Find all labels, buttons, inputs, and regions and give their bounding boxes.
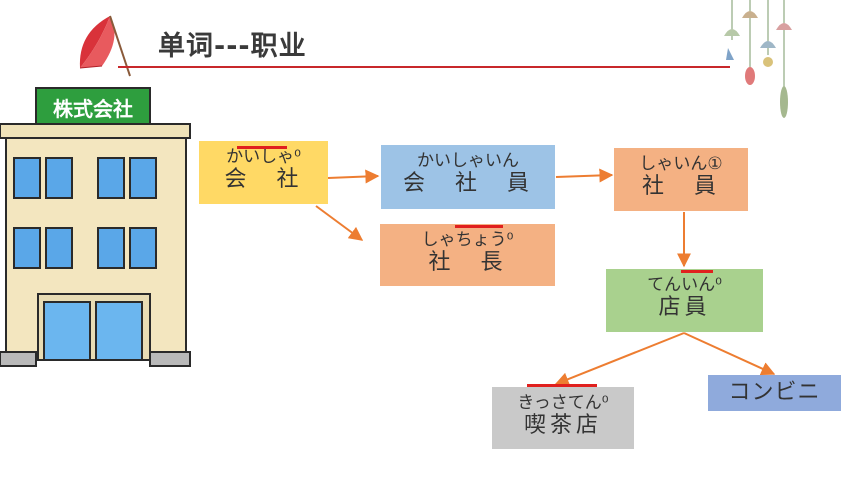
reading-kaisha: かいしゃ⁰ bbox=[226, 147, 301, 167]
reading-tenin: てんいん⁰ bbox=[647, 275, 722, 295]
building-sign-text: 株式会社 bbox=[53, 97, 133, 121]
box-tenin: てんいん⁰ 店員 bbox=[606, 269, 763, 332]
box-kissaten: きっさてん⁰ 喫茶店 bbox=[492, 387, 634, 449]
accent-mark-kaisha bbox=[237, 146, 287, 149]
arrow-tenin-to-kissaten bbox=[554, 332, 685, 386]
box-konbini: コンビニ bbox=[708, 375, 841, 411]
box-shain: しゃいん① 社 員 bbox=[614, 148, 748, 211]
kanji-kaisha: 会 社 bbox=[224, 167, 303, 192]
reading-kissaten: きっさてん⁰ bbox=[517, 393, 609, 413]
reading-shain: しゃいん① bbox=[639, 154, 723, 174]
arrow-kaisha-to-shachou bbox=[315, 205, 364, 241]
slide-title: 单词---职业 bbox=[158, 31, 307, 62]
kanji-kaishain: 会 社 員 bbox=[402, 171, 533, 196]
kanji-shain: 社 員 bbox=[641, 174, 720, 199]
arrow-kaisha-to-kaishain bbox=[327, 169, 380, 184]
wind-chimes-decoration-icon bbox=[724, 0, 792, 118]
arrow-tenin-to-konbini bbox=[683, 332, 776, 376]
box-kaisha: かいしゃ⁰ 会 社 bbox=[199, 141, 328, 204]
box-kaishain: かいしゃいん 会 社 員 bbox=[381, 145, 555, 209]
company-building-illustration: 株式会社 bbox=[0, 87, 191, 367]
arrow-kaishain-to-shain bbox=[555, 168, 614, 183]
title-underline bbox=[118, 66, 730, 68]
reading-kaishain: かいしゃいん bbox=[417, 151, 519, 171]
accent-mark-shachou bbox=[455, 225, 503, 228]
kanji-kissaten: 喫茶店 bbox=[523, 413, 602, 438]
kanji-shachou: 社 長 bbox=[428, 250, 507, 275]
accent-mark-kissaten bbox=[527, 384, 597, 387]
accent-mark-tenin bbox=[681, 270, 713, 273]
reading-shachou: しゃちょう⁰ bbox=[421, 230, 514, 250]
kanji-tenin: 店員 bbox=[658, 295, 711, 320]
label-konbini: コンビニ bbox=[728, 380, 821, 405]
box-shachou: しゃちょう⁰ 社 長 bbox=[380, 224, 555, 286]
